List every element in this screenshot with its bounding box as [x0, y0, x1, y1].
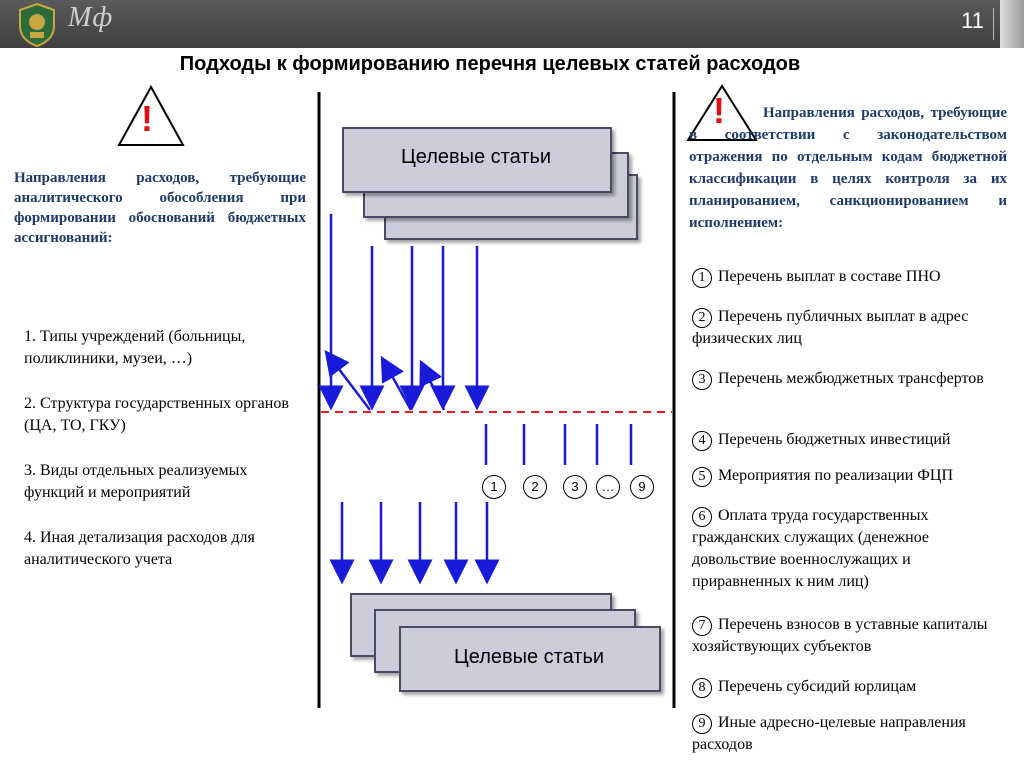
header-divider	[993, 8, 994, 40]
item-text: Мероприятия по реализации ФЦП	[718, 467, 954, 484]
number-circle: 9	[630, 475, 654, 499]
top-box-front	[342, 127, 612, 193]
number-circle: 2	[523, 475, 547, 499]
page-number: 11	[961, 8, 984, 33]
top-arrows	[318, 214, 490, 411]
item-text: Перечень публичных выплат в адрес физиче…	[692, 308, 969, 347]
right-list-item: 3 Перечень межбюджетных трансфертов	[692, 368, 1012, 390]
bottom-arrows	[329, 502, 500, 585]
left-list-item: 4. Иная детализация расходов для аналити…	[24, 529, 255, 568]
number-circle: 1	[482, 475, 506, 499]
item-text: Перечень выплат в составе ПНО	[718, 268, 941, 285]
arrow-diagonal	[419, 359, 446, 411]
arrow-diagonal	[380, 355, 413, 411]
arrow-diagonal	[324, 350, 371, 411]
right-list-item: 1 Перечень выплат в составе ПНО	[692, 266, 1012, 288]
item-text: Перечень бюджетных инвестиций	[718, 431, 951, 448]
item-text: Иные адресно-целевые направления расходо…	[692, 714, 966, 753]
left-list-item: 2. Структура государственных органов (ЦА…	[24, 395, 289, 434]
ministry-emblem-icon	[19, 2, 55, 48]
left-heading: Направления расходов, требующие аналитич…	[14, 170, 306, 246]
item-number-circle: 9	[692, 714, 712, 734]
slide-title: Подходы к формированию перечня целевых с…	[179, 53, 801, 75]
warning-triangle-left-icon	[117, 84, 185, 146]
left-list-item: 3. Виды отдельных реализуемых функций и …	[24, 462, 248, 501]
bottom-box-front	[399, 626, 661, 692]
right-heading: Направления расходов, требующие в соотве…	[689, 105, 1007, 231]
item-number-circle: 3	[692, 370, 712, 390]
item-number-circle: 6	[692, 507, 712, 527]
item-number-circle: 5	[692, 467, 712, 487]
top-box-label: Целевые статьи	[400, 146, 552, 168]
number-circle: …	[596, 475, 620, 499]
bottom-box-label: Целевые статьи	[453, 646, 605, 668]
right-list-item: 5 Мероприятия по реализации ФЦП	[692, 465, 1012, 487]
item-number-circle: 8	[692, 678, 712, 698]
header-edge	[1000, 0, 1024, 48]
left-list-item: 1. Типы учреждений (больницы, поликлиник…	[24, 328, 246, 367]
item-number-circle: 2	[692, 308, 712, 328]
warning-triangle-right-icon	[686, 84, 758, 141]
item-number-circle: 7	[692, 616, 712, 636]
warning-mark-left: !	[141, 98, 153, 139]
item-text: Перечень субсидий юрлицам	[718, 678, 917, 695]
top-bar: Мф 11	[0, 0, 1024, 48]
number-circle: 3	[563, 475, 587, 499]
warning-mark-right: !	[713, 90, 725, 131]
number-stubs	[484, 424, 633, 465]
right-list-item: 8 Перечень субсидий юрлицам	[692, 676, 1012, 698]
item-text: Перечень взносов в уставные капиталы хоз…	[692, 616, 988, 655]
brand-title: Мф	[68, 2, 114, 33]
item-text: Перечень межбюджетных трансфертов	[718, 370, 984, 387]
item-number-circle: 1	[692, 268, 712, 288]
item-number-circle: 4	[692, 431, 712, 451]
right-list-item: 4 Перечень бюджетных инвестиций	[692, 429, 1012, 451]
left-list: 1. Типы учреждений (больницы, поликлиник…	[24, 326, 294, 594]
item-text: Оплата труда государственных гражданских…	[692, 507, 930, 590]
